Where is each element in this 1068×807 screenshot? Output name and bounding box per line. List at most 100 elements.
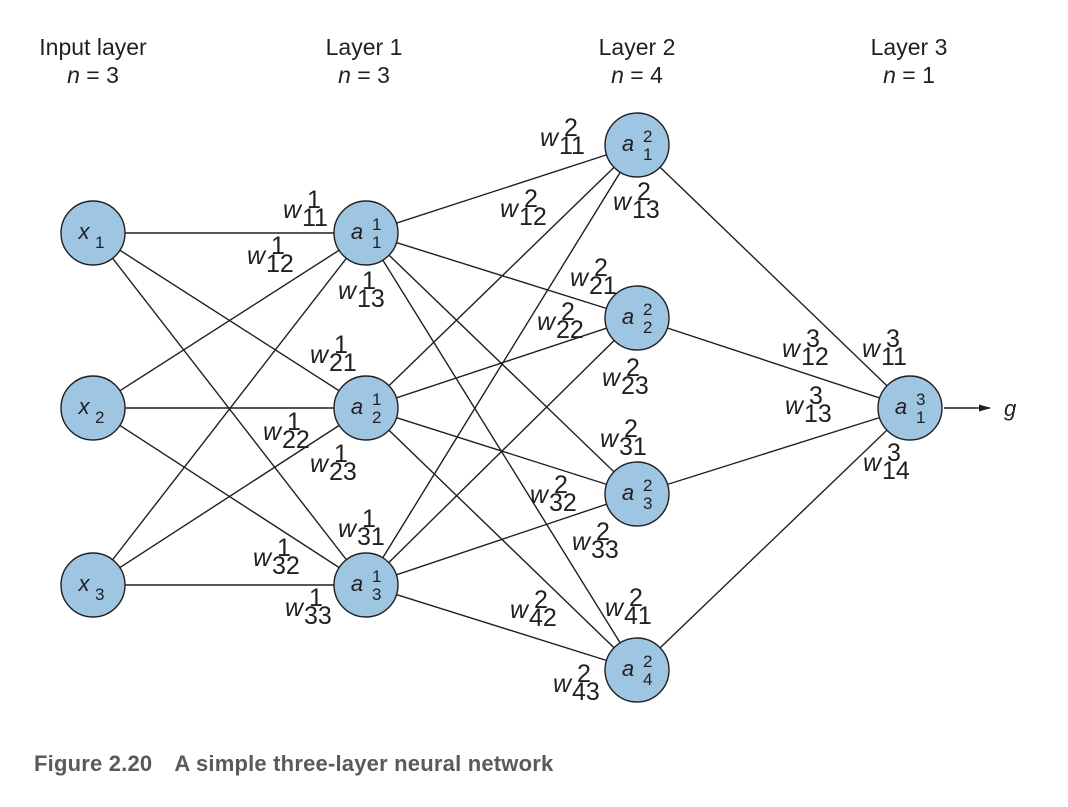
edge-l1-n3-to-l2-n1 [365,144,638,586]
node-label: a [622,656,634,681]
node-circle [604,637,670,703]
weight-subscript: 31 [619,433,647,461]
node-superscript: 1 [372,390,381,409]
node-superscript: 1 [372,567,381,586]
weight-symbol: w [500,195,520,223]
weight-subscript: 11 [302,204,328,232]
weight-symbol: w [605,594,625,622]
weight-superscript: 2 [626,354,640,382]
weight-subscript: 22 [282,426,310,454]
edge-l2-n4-to-l3-n1 [636,407,911,671]
node-circle [604,112,670,178]
node-subscript: 2 [95,408,104,427]
weight-subscript: 23 [329,458,357,486]
weight-symbol: w [530,481,550,509]
weight-superscript: 2 [596,518,610,546]
layer-header-1: Layer 1 n = 3 [326,34,403,88]
weight-superscript: 2 [524,185,538,213]
weight-superscript: 1 [307,186,321,214]
layer-header-2: Layer 2 n = 4 [599,34,676,88]
weight-subscript: 12 [519,203,547,231]
weight-symbol: w [285,594,305,622]
weight-symbol: w [863,449,883,477]
weight-symbol: w [338,277,358,305]
node-label: a [622,304,634,329]
node-subscript: 3 [643,494,652,513]
node-circle [333,375,399,441]
edge-l1-n1-to-l2-n2 [365,232,638,319]
weight-symbol: w [572,528,592,556]
node-subscript: 2 [372,408,381,427]
weight-subscript: 13 [357,285,385,313]
node-label: a [351,219,363,244]
weight-superscript: 2 [637,178,651,206]
node-superscript: 2 [643,476,652,495]
weight-symbol: w [283,196,303,224]
node-circle [333,200,399,266]
node-circle [60,375,126,441]
weight-subscript: 23 [621,372,649,400]
weight-symbol: w [510,596,530,624]
edge-l1-n3-to-l2-n2 [365,317,638,586]
node-circle [604,461,670,527]
weight-subscript: 21 [329,349,357,377]
node-subscript: 4 [643,670,652,689]
weight-symbol: w [782,335,802,363]
weight-superscript: 2 [594,254,608,282]
weight-symbol: w [263,418,283,446]
weight-symbol: w [537,308,557,336]
node-superscript: 3 [916,390,925,409]
weight-subscript: 31 [357,523,385,551]
node-subscript: 3 [372,585,381,604]
weight-symbol: w [247,242,267,270]
layer-size: n = 1 [883,62,935,88]
weight-superscript: 1 [362,267,376,295]
node-label: x [78,571,91,596]
weight-subscript: 22 [556,316,584,344]
edge-l1-n3-to-l2-n3 [365,493,638,586]
node-circle [604,285,670,351]
weight-symbol: w [310,450,330,478]
weight-superscript: 2 [561,298,575,326]
figure-title: A simple three-layer neural network [174,751,554,776]
weight-superscript: 1 [271,232,285,260]
edge-l0-n2-to-l1-n1 [92,232,367,409]
weight-symbol: w [253,544,273,572]
layer-header-input: Input layer n = 3 [39,34,147,88]
weight-superscript: 1 [309,584,323,612]
weight-superscript: 1 [334,331,348,359]
figure-number: Figure 2.20 [34,751,153,776]
weight-superscript: 2 [554,471,568,499]
node-label: a [351,571,363,596]
node-label: x [78,394,91,419]
node-subscript: 3 [95,585,104,604]
weight-subscript: 11 [559,132,585,160]
weight-subscript: 12 [801,343,829,371]
layer-title: Layer 1 [326,34,403,60]
weight-superscript: 1 [362,505,376,533]
weight-subscript: 11 [881,343,907,371]
weight-superscript: 2 [629,584,643,612]
node-circle [333,552,399,618]
weight-subscript: 13 [804,400,832,428]
weight-subscript: 33 [591,536,619,564]
layer-title: Layer 2 [599,34,676,60]
weight-symbol: w [600,425,620,453]
edge-l1-n2-to-l2-n2 [365,317,638,409]
weight-subscript: 12 [266,250,294,278]
